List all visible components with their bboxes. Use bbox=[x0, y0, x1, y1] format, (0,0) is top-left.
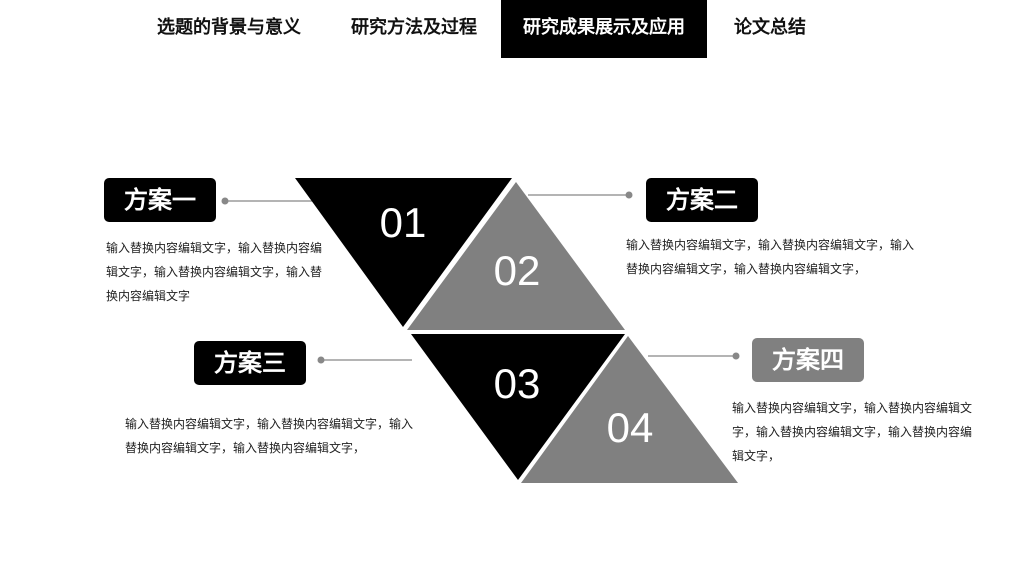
plan-2-description: 输入替换内容编辑文字，输入替换内容编辑文字，输入替换内容编辑文字，输入替换内容编… bbox=[626, 238, 915, 276]
tab-research-results[interactable]: 研究成果展示及应用 bbox=[501, 0, 707, 58]
number-04: 04 bbox=[607, 404, 654, 451]
number-02: 02 bbox=[494, 247, 541, 294]
plan-4-label: 方案四 bbox=[752, 338, 864, 382]
triangle-02 bbox=[407, 182, 625, 330]
number-03: 03 bbox=[494, 360, 541, 407]
tab-research-methods[interactable]: 研究方法及过程 bbox=[351, 17, 477, 38]
connector-3 bbox=[317, 356, 412, 364]
tab-background-significance[interactable]: 选题的背景与意义 bbox=[157, 17, 301, 38]
connector-1 bbox=[221, 197, 312, 205]
triangle-01 bbox=[295, 178, 512, 327]
tab-thesis-summary[interactable]: 论文总结 bbox=[734, 17, 806, 38]
plan-4-description: 输入替换内容编辑文字，输入替换内容编辑文字，输入替换内容编辑文字，输入替换内容编… bbox=[732, 401, 973, 463]
plan-3-label: 方案三 bbox=[194, 341, 306, 385]
plan-1-label: 方案一 bbox=[104, 178, 216, 222]
plan-2-label: 方案二 bbox=[646, 178, 758, 222]
triangle-04 bbox=[521, 336, 738, 483]
top-nav: 选题的背景与意义 研究方法及过程 研究成果展示及应用 论文总结 bbox=[0, 0, 1024, 58]
plan-1-description: 输入替换内容编辑文字，输入替换内容编辑文字，输入替换内容编辑文字，输入替换内容编… bbox=[106, 241, 323, 303]
plan-3-description: 输入替换内容编辑文字，输入替换内容编辑文字，输入替换内容编辑文字，输入替换内容编… bbox=[125, 417, 414, 455]
connector-4 bbox=[648, 352, 740, 360]
connector-2 bbox=[528, 191, 633, 199]
number-01: 01 bbox=[380, 199, 427, 246]
triangle-03 bbox=[411, 334, 625, 480]
